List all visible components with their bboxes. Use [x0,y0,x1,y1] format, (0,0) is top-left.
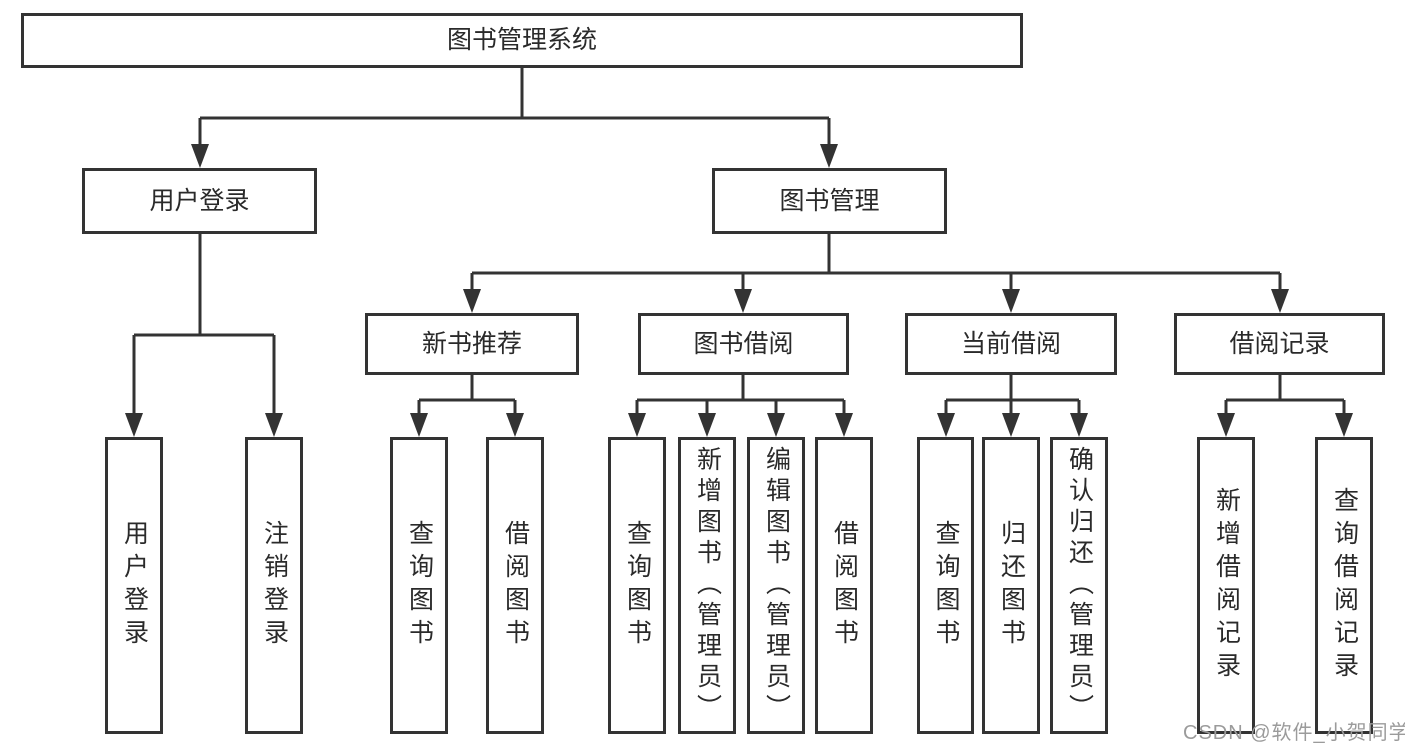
leaf-logout-login: 注销登录 [245,437,303,734]
leaf-borrow-books-borrowing: 借阅图书 [815,437,873,734]
leaf-borrow-books-recommend: 借阅图书 [486,437,544,734]
leaf-add-borrow-record: 新增借阅记录 [1197,437,1255,734]
leaf-edit-books-admin: 编辑图书（管理员） [747,437,805,734]
leaf-query-books-recommend: 查询图书 [390,437,448,734]
leaf-confirm-return-admin: 确认归还（管理员） [1050,437,1108,734]
node-user-login: 用户登录 [82,168,317,234]
csdn-watermark: CSDN @软件_小贺同学 [1183,722,1405,744]
leaf-query-books-current: 查询图书 [917,437,974,734]
leaf-query-books-borrowing: 查询图书 [608,437,666,734]
node-borrowing-records: 借阅记录 [1174,313,1385,375]
node-root-system: 图书管理系统 [21,13,1023,68]
leaf-return-books: 归还图书 [982,437,1040,734]
node-book-borrowing: 图书借阅 [638,313,849,375]
node-book-management: 图书管理 [712,168,947,234]
leaf-query-borrow-record: 查询借阅记录 [1315,437,1373,734]
leaf-add-books-admin: 新增图书（管理员） [678,437,736,734]
leaf-user-login: 用户登录 [105,437,163,734]
node-new-book-recommend: 新书推荐 [365,313,579,375]
node-current-borrowing: 当前借阅 [905,313,1117,375]
